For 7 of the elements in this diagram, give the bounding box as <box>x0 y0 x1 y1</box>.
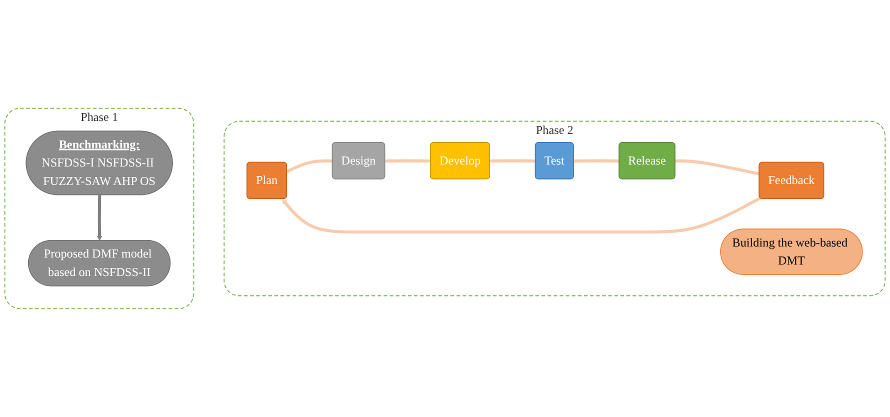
connector <box>286 159 333 173</box>
connector <box>675 159 760 176</box>
arrow <box>96 195 102 241</box>
connector <box>574 159 620 163</box>
connector <box>490 159 536 163</box>
connector <box>385 159 431 163</box>
arrow <box>282 196 761 234</box>
